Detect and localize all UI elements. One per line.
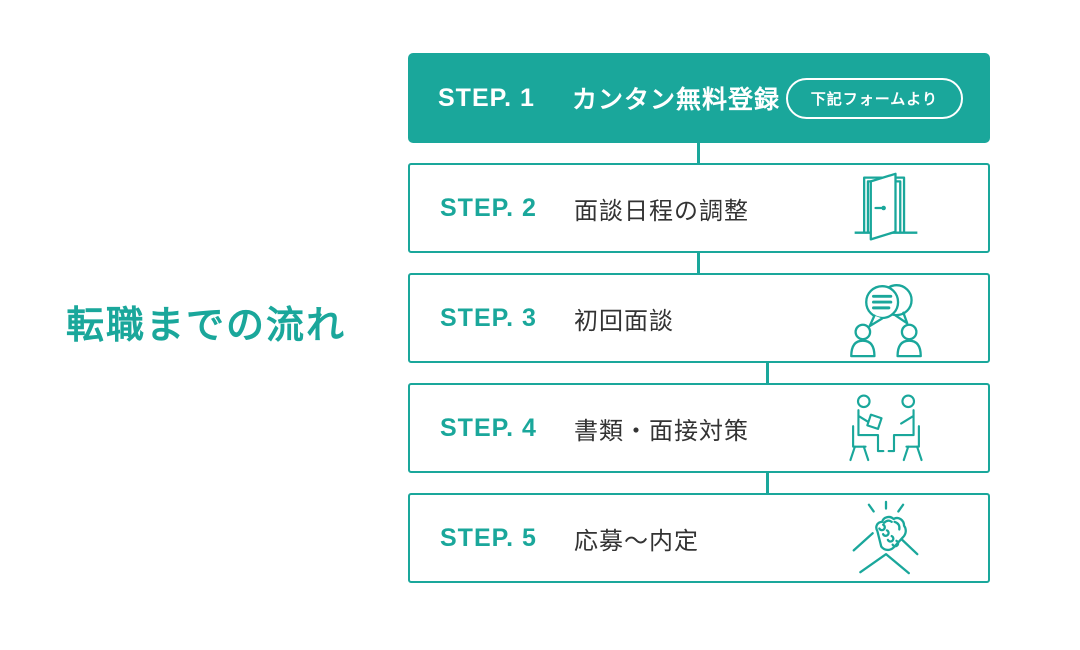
- step-row-3: STEP. 3 初回面談: [408, 273, 990, 363]
- step-title: 面談日程の調整: [574, 197, 749, 225]
- step-number-label: STEP. 5: [440, 523, 537, 552]
- connector-line: [697, 253, 700, 273]
- connector-line: [697, 143, 700, 163]
- step-number-label: STEP. 3: [440, 303, 537, 332]
- step-row-1: STEP. 1 カンタン無料登録 下記フォームより: [408, 53, 990, 143]
- door-icon: [846, 167, 926, 249]
- interview-icon: [846, 387, 926, 469]
- step-row-5: STEP. 5 応募〜内定: [408, 493, 990, 583]
- handshake-icon: [846, 497, 926, 579]
- page-title: 転職までの流れ: [66, 305, 347, 347]
- step-row-2: STEP. 2 面談日程の調整: [408, 163, 990, 253]
- form-link-badge[interactable]: 下記フォームより: [785, 77, 963, 119]
- step-title: 書類・面接対策: [574, 417, 749, 445]
- step-title: カンタン無料登録: [572, 86, 781, 114]
- steps-column: STEP. 1 カンタン無料登録 下記フォームより STEP. 2 面談日程の調…: [408, 53, 990, 583]
- connector-line: [766, 363, 769, 383]
- step-title: 応募〜内定: [574, 527, 699, 555]
- step-title: 初回面談: [574, 307, 674, 335]
- step-number-label: STEP. 4: [440, 413, 537, 442]
- conversation-icon: [846, 277, 926, 359]
- connector-line: [766, 473, 769, 493]
- step-row-4: STEP. 4 書類・面接対策: [408, 383, 990, 473]
- step-number-label: STEP. 1: [438, 83, 535, 112]
- step-number-label: STEP. 2: [440, 193, 537, 222]
